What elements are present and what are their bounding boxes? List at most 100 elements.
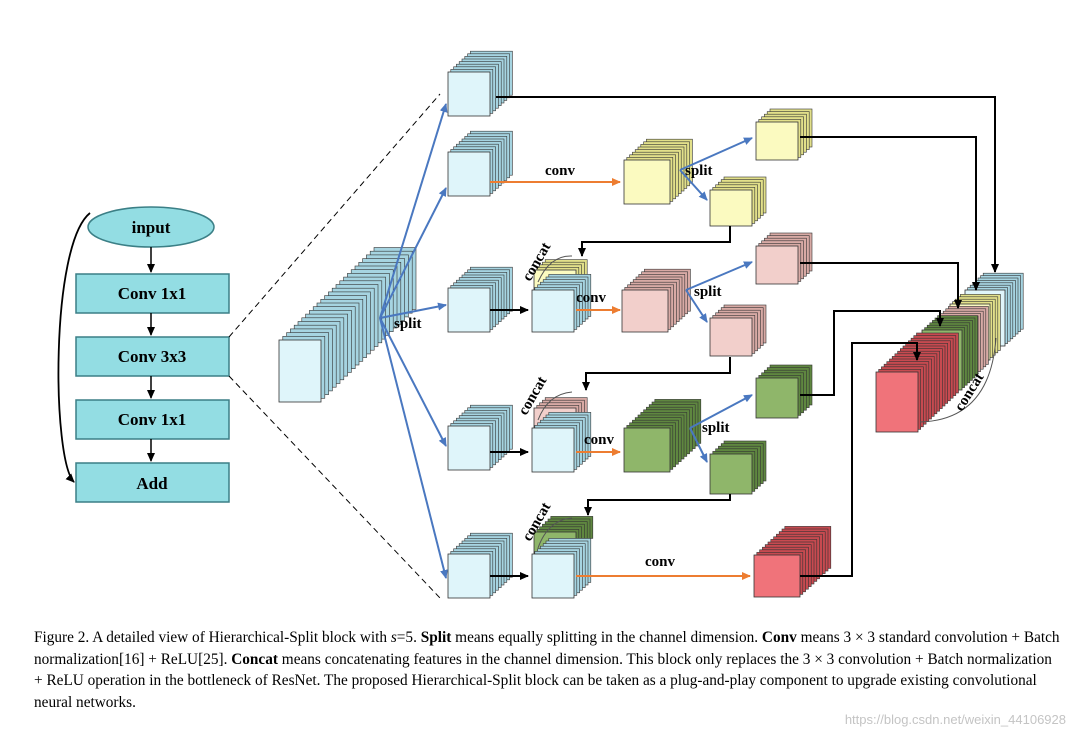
split-label: split <box>694 284 722 300</box>
caption-text: =5. <box>396 629 421 646</box>
feature-front <box>447 151 491 197</box>
concat-input-x5 <box>531 538 592 599</box>
split-y3-pass <box>709 304 767 357</box>
output-arrow <box>800 310 944 396</box>
split-arrow <box>379 187 447 319</box>
concat-arc <box>537 391 573 421</box>
feature-front <box>753 554 801 598</box>
feedback-arrow <box>578 226 731 257</box>
conv-label: conv <box>545 163 576 179</box>
feature-front <box>755 377 799 419</box>
skip-connection-arrow <box>57 212 91 483</box>
caption-term-split: Split <box>420 629 452 646</box>
feedback-arrow <box>584 494 731 516</box>
hierarchical-split-diagram: input Conv 1x1 Conv 3x3 Conv 1x1 Add <box>57 50 1024 599</box>
split-y4-pass <box>709 440 767 495</box>
feature-front <box>278 339 322 403</box>
split-y3-keep <box>755 232 813 285</box>
split-x4 <box>447 404 513 471</box>
split-arrow <box>679 137 753 171</box>
split-arrow <box>685 261 753 291</box>
feature-front <box>531 553 575 599</box>
concat-input-x4 <box>531 412 592 473</box>
feature-front <box>531 289 575 333</box>
conv-label: conv <box>584 432 615 448</box>
caption-term-concat: Concat <box>231 650 278 668</box>
bottleneck-flowchart: input Conv 1x1 Conv 3x3 Conv 1x1 Add <box>57 93 441 599</box>
input-feature-map <box>278 247 417 403</box>
feature-front <box>709 189 753 227</box>
feature-front <box>623 427 671 473</box>
output-arrow <box>496 96 999 273</box>
conv-output-y3 <box>621 268 691 333</box>
caption-variable: s <box>390 629 397 646</box>
split-x3 <box>447 266 513 333</box>
feature-front <box>875 371 919 433</box>
concat-arc <box>537 255 573 283</box>
caption-text: means equally splitting in the channel d… <box>451 629 762 646</box>
split-arrow <box>685 289 708 323</box>
split-arrows <box>379 103 753 579</box>
concat-arcs <box>537 255 997 549</box>
split-arrow <box>379 317 448 579</box>
zoom-guide-line <box>228 93 441 338</box>
feature-front <box>447 287 491 333</box>
zoom-guide-line <box>228 375 441 599</box>
caption-term-conv: Conv <box>761 629 797 646</box>
conv-output-y5 <box>753 526 832 598</box>
output-arrow <box>800 136 980 291</box>
feature-front <box>531 427 575 473</box>
conv1x1-label: Conv 1x1 <box>118 284 186 303</box>
feature-front <box>621 289 669 333</box>
output-arrow <box>800 342 921 577</box>
split-arrow <box>379 103 448 319</box>
split-x2 <box>447 130 513 197</box>
feature-front <box>755 245 799 285</box>
connection-arrows <box>490 96 999 580</box>
conv-output-y2 <box>623 138 693 205</box>
split-arrow <box>679 169 708 201</box>
split-arrow <box>689 394 753 429</box>
feature-front <box>709 317 753 357</box>
conv-label: conv <box>576 290 607 306</box>
conv-label: conv <box>645 554 676 570</box>
conv1x1b-box <box>75 399 230 440</box>
split-x5 <box>447 532 513 599</box>
feedback-arrow <box>582 357 731 391</box>
split-y2-keep <box>755 108 813 161</box>
split-label: split <box>685 163 713 179</box>
feature-front <box>755 121 799 161</box>
split-label: split <box>394 316 422 332</box>
caption-text: means 3 × 3 standard convolution + Batch… <box>34 629 1060 668</box>
conv1x1b-label: Conv 1x1 <box>118 410 186 429</box>
split-arrow <box>379 317 447 447</box>
conv3x3-label: Conv 3x3 <box>118 347 186 366</box>
split-label: split <box>702 420 730 436</box>
conv-arrows <box>490 178 751 580</box>
add-box <box>75 462 230 503</box>
feature-front <box>447 71 491 117</box>
input-label: input <box>132 218 171 237</box>
feature-front <box>709 453 753 495</box>
output-arrow <box>800 262 962 309</box>
watermark: https://blog.csdn.net/weixin_44106928 <box>844 712 1066 727</box>
feature-maps <box>278 50 1024 599</box>
split-y2-pass <box>709 176 767 227</box>
concat-arc <box>537 517 573 549</box>
split-arrow <box>689 427 708 463</box>
feature-front <box>447 425 491 471</box>
feature-front <box>623 159 671 205</box>
add-label: Add <box>136 474 168 493</box>
feature-front <box>447 553 491 599</box>
split-y4-keep <box>755 364 813 419</box>
caption-text: Figure 2. A detailed view of Hierarchica… <box>34 629 391 646</box>
figure-caption: Figure 2. A detailed view of Hierarchica… <box>34 627 1064 713</box>
concat-arc <box>919 337 997 423</box>
conv1x1-box <box>75 273 230 314</box>
split-x1 <box>447 50 513 117</box>
caption-text: means concatenating features in the chan… <box>34 650 1052 711</box>
conv-output-y4 <box>623 399 702 473</box>
split-arrow <box>379 302 447 319</box>
output-part-y5 <box>875 332 959 433</box>
conv3x3-box <box>75 336 230 377</box>
